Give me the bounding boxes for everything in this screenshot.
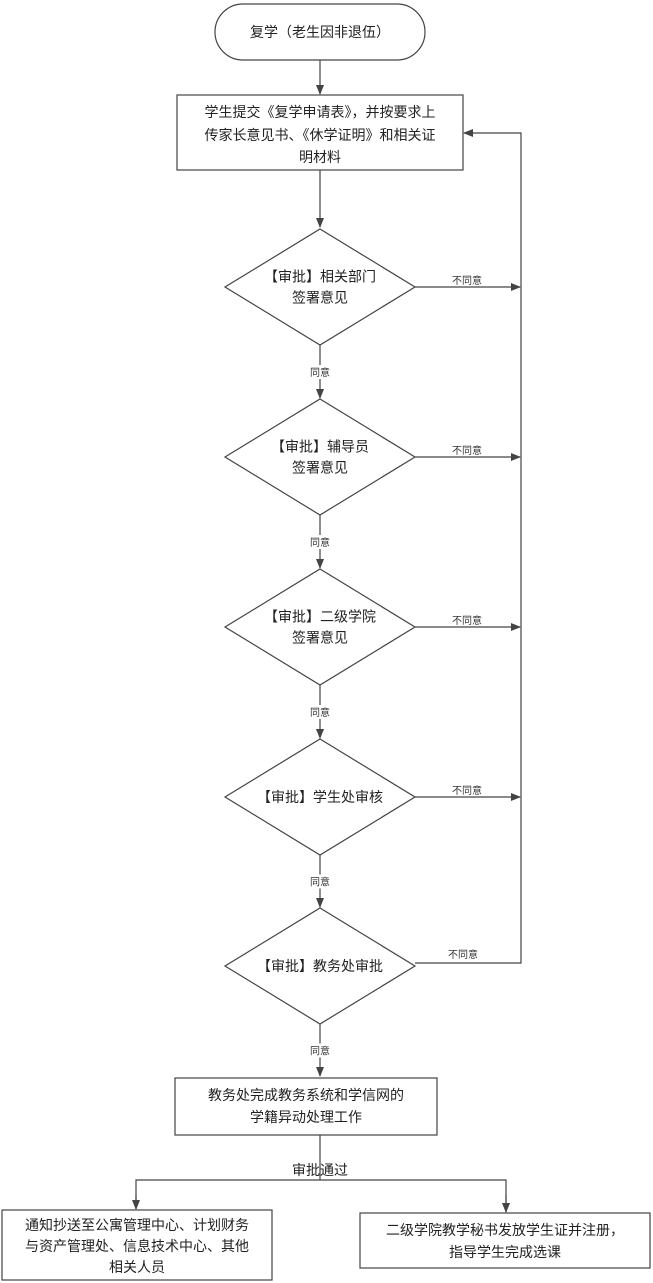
- agree-label: 同意: [310, 706, 330, 719]
- label-bg: [305, 705, 335, 719]
- decision-text: 【审批】教务处审批: [257, 959, 383, 975]
- agree-label: 同意: [310, 366, 330, 379]
- decision-text: 签署意见: [292, 290, 348, 307]
- submit-line: 学生提交《复学申请表》，并按要求上: [205, 104, 436, 121]
- label-bg: [305, 365, 335, 379]
- label-bg: [305, 1043, 335, 1058]
- decision-diamond: [223, 568, 417, 686]
- decision-diamond: [223, 398, 417, 516]
- label-bg: [305, 874, 335, 889]
- submit-box: 学生提交《复学申请表》，并按要求上 传家长意见书、《休学证明》和相关证 明材料: [176, 94, 464, 171]
- decision-text: 【审批】相关部门: [264, 270, 376, 286]
- decision-text: 【审批】辅导员: [271, 440, 369, 456]
- label-bg: [305, 535, 335, 549]
- return-line: [415, 129, 522, 964]
- agree-label: 同意: [310, 1045, 330, 1058]
- disagree-label: 不同意: [452, 274, 482, 287]
- disagree-label: 不同意: [452, 444, 482, 457]
- notify-line: 相关人员: [109, 1260, 165, 1276]
- decision-text: 【审批】学生处审核: [257, 790, 383, 806]
- notify-line: 与资产管理处、信息技术中心、其他: [25, 1238, 249, 1255]
- process-line: 教务处完成教务系统和学信网的: [208, 1088, 404, 1104]
- submit-line: 传家长意见书、《休学证明》和相关证: [205, 127, 436, 144]
- connector: [135, 1179, 507, 1212]
- process-box: 教务处完成教务系统和学信网的 学籍异动处理工作: [174, 1077, 438, 1136]
- agree-label: 同意: [310, 536, 330, 549]
- decision-text: 签署意见: [292, 630, 348, 647]
- notify-line: 通知抄送至公寓管理中心、计划财务: [25, 1217, 249, 1234]
- register-line: 指导学生完成选课: [449, 1245, 561, 1261]
- start-terminator: 复学（老生因非退伍）: [214, 3, 426, 61]
- decision-diamond: [223, 228, 417, 346]
- submit-line: 明材料: [299, 150, 341, 166]
- disagree-label: 不同意: [448, 948, 478, 961]
- register-box: 二级学院教学秘书发放学生证并注册， 指导学生完成选课: [359, 1212, 651, 1269]
- notify-box: 通知抄送至公寓管理中心、计划财务 与资产管理处、信息技术中心、其他 相关人员: [1, 1209, 273, 1281]
- disagree-label: 不同意: [452, 784, 482, 797]
- start-text: 复学（老生因非退伍）: [250, 24, 390, 41]
- approved-label: 审批通过: [292, 1163, 348, 1179]
- agree-label: 同意: [310, 876, 330, 889]
- register-line: 二级学院教学秘书发放学生证并注册，: [386, 1223, 624, 1239]
- disagree-label: 不同意: [452, 614, 482, 627]
- process-line: 学籍异动处理工作: [250, 1109, 362, 1126]
- decision-text: 签署意见: [292, 460, 348, 477]
- decision-text: 【审批】二级学院: [264, 610, 376, 626]
